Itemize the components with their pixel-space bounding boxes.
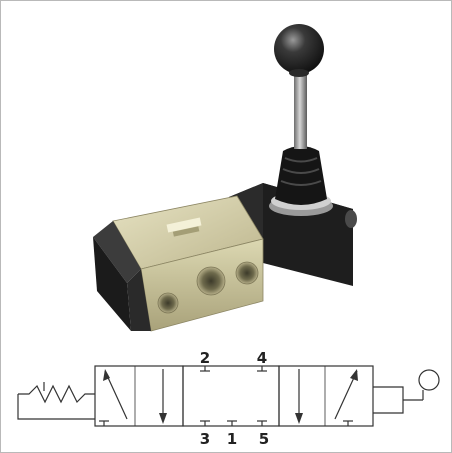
lever-knob-symbol — [418, 369, 440, 391]
port-label-5: 5 — [259, 430, 269, 448]
valve-envelope-middle — [182, 365, 280, 427]
port-label-2: 2 — [200, 349, 210, 367]
spring-symbol — [17, 394, 95, 420]
end-cap — [93, 221, 151, 331]
valve-body — [112, 195, 264, 332]
port-label-4: 4 — [257, 349, 267, 367]
port-label-3: 3 — [200, 430, 210, 448]
port-label-1: 1 — [227, 430, 237, 448]
valve-envelope-right — [278, 365, 374, 427]
hand-lever — [269, 24, 333, 216]
valve-schematic-symbol: 2 4 3 1 5 — [17, 349, 440, 448]
valve-illustration — [93, 24, 357, 332]
lever-actuator-symbol — [373, 386, 404, 414]
